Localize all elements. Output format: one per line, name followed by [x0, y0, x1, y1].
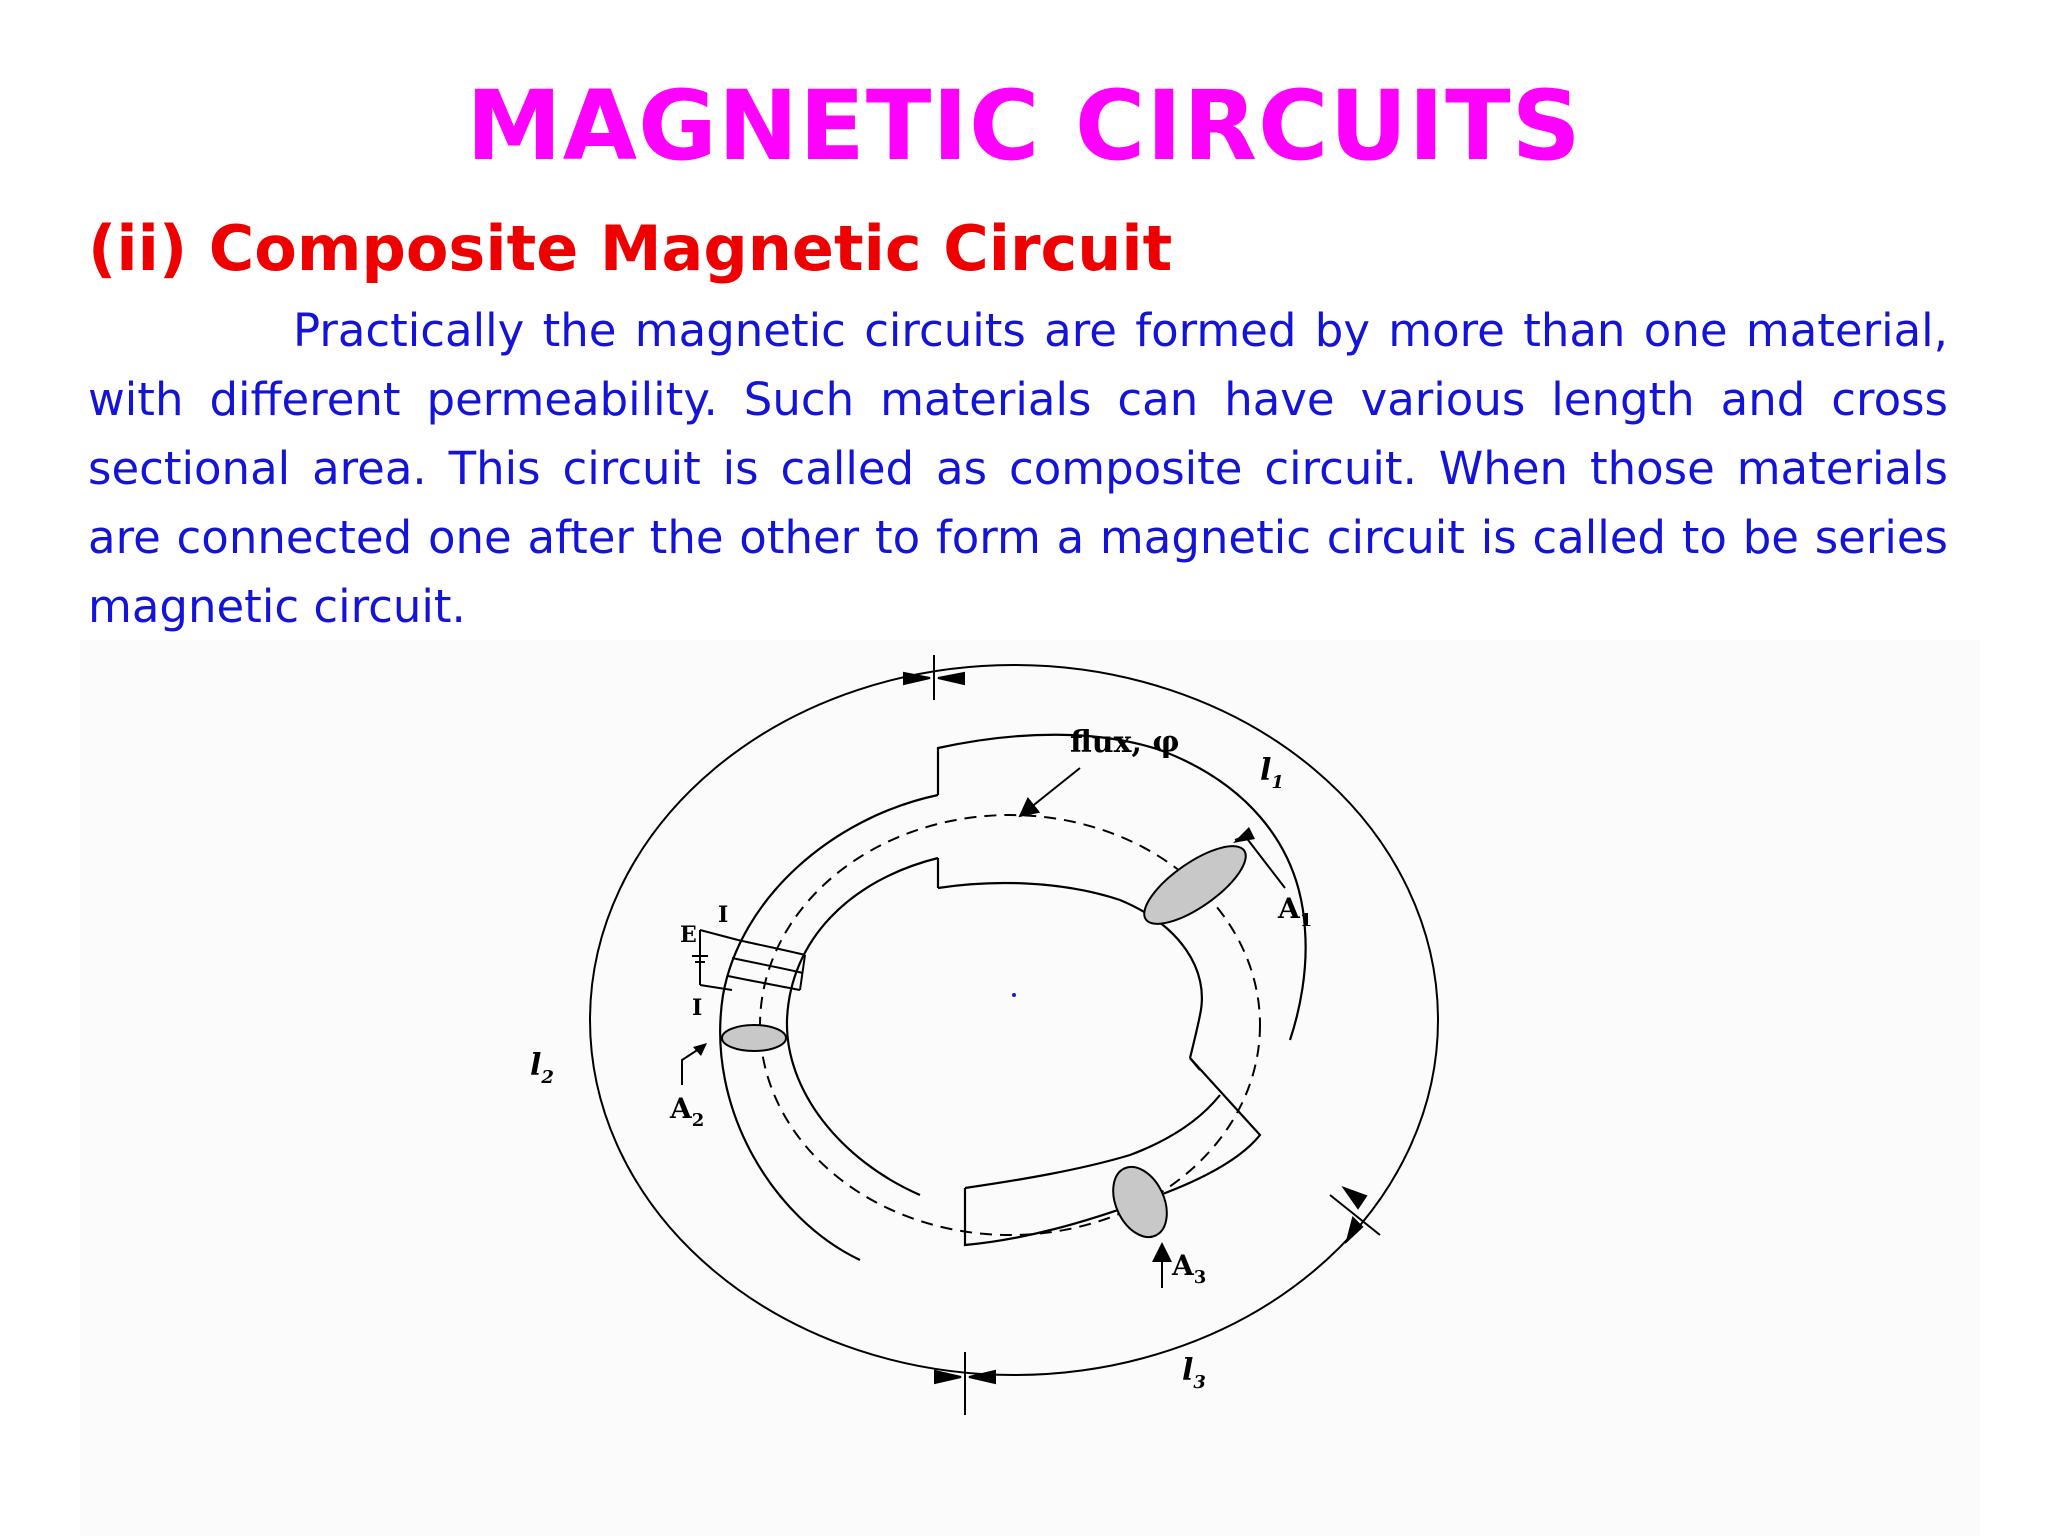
svg-text:l3: l3: [1182, 1353, 1206, 1393]
center-mark: [1012, 993, 1016, 997]
composite-magnetic-circuit-diagram: E I I flux, φ A1 A2 A3 l1 l2 l3: [530, 655, 1439, 1415]
length-label-l1: l1: [1260, 753, 1284, 793]
cross-section-a3: [1112, 1165, 1168, 1239]
dimension-tick-marks: [903, 655, 1381, 1415]
a2-arrowhead: [693, 1043, 707, 1056]
a1-arrowhead: [1233, 827, 1255, 843]
a2-label: A2: [669, 1092, 704, 1131]
body-paragraph: Practically the magnetic circuits are fo…: [88, 304, 1948, 633]
svg-text:A1: A1: [1277, 892, 1312, 931]
svg-text:A3: A3: [1171, 1249, 1206, 1288]
slide-background: [80, 640, 1980, 1536]
current-label-bottom: I: [692, 995, 702, 1021]
cross-section-a2: [721, 1024, 787, 1052]
source-label: E: [680, 922, 697, 948]
length-dimension-lines: [589, 664, 1439, 1376]
svg-text:A2: A2: [669, 1092, 704, 1131]
length-label-l2: l2: [530, 1048, 554, 1088]
flux-pointer: [1018, 767, 1081, 818]
page-title: MAGNETIC CIRCUITS: [466, 70, 1582, 182]
current-label-top: I: [718, 902, 728, 928]
length-label-l3: l3: [1182, 1353, 1206, 1393]
coil-winding: [727, 939, 806, 991]
a3-label: A3: [1171, 1249, 1206, 1288]
cross-section-a1: [1143, 845, 1247, 925]
magnetic-core: [719, 733, 1307, 1261]
a1-label: A1: [1277, 892, 1312, 931]
voltage-source: [692, 929, 739, 991]
svg-text:l1: l1: [1260, 753, 1284, 793]
flux-label: flux, φ: [1070, 725, 1180, 760]
section-heading: (ii) Composite Magnetic Circuit: [88, 212, 1173, 285]
svg-text:l2: l2: [530, 1048, 554, 1088]
